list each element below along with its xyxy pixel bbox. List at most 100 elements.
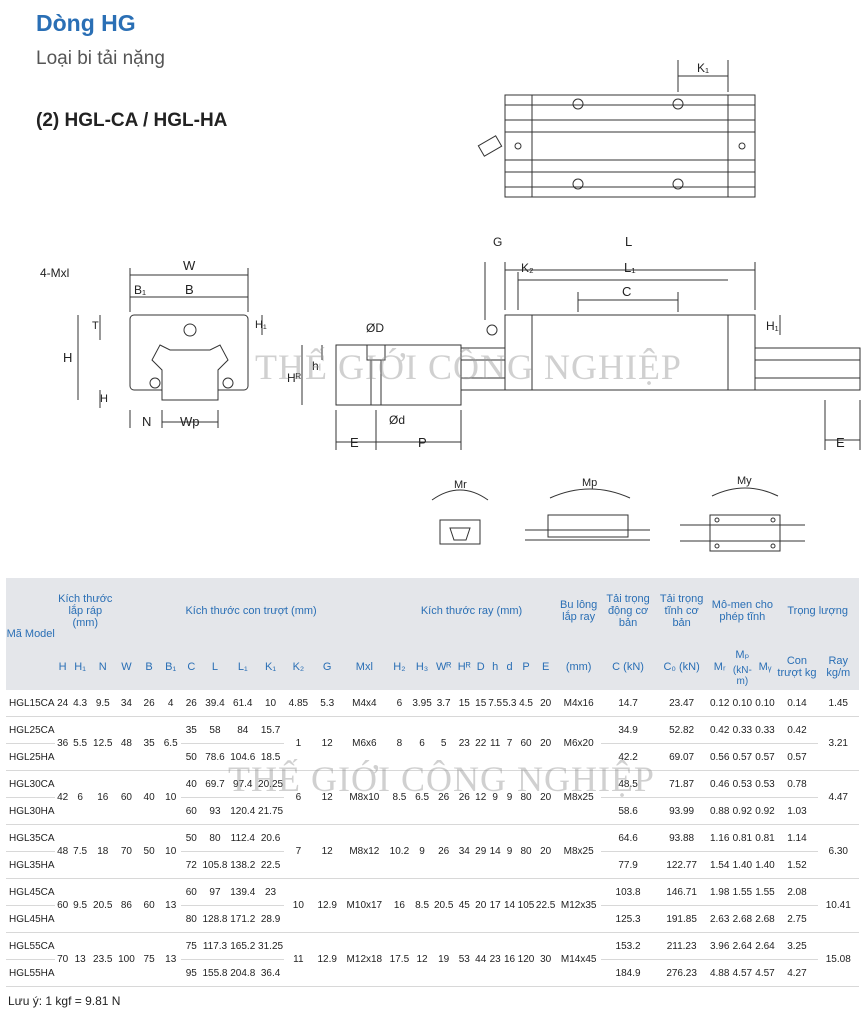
table-cell: 20 <box>535 716 556 771</box>
th-sub: E <box>535 644 556 690</box>
table-cell: 0.57 <box>731 743 754 771</box>
table-cell: 34 <box>115 690 138 717</box>
table-cell: 21.75 <box>257 797 284 825</box>
label-b1: B₁ <box>134 283 146 297</box>
table-cell: 58.6 <box>601 797 655 825</box>
th-sub: Mxl <box>341 644 388 690</box>
table-cell: 52.82 <box>654 716 709 744</box>
table-cell: 35 <box>181 716 202 744</box>
table-cell: 9.5 <box>69 878 91 933</box>
label-g: G <box>493 235 502 249</box>
table-cell: 0.57 <box>753 743 777 771</box>
table-cell: 7 <box>283 824 313 879</box>
table-cell: 191.85 <box>654 905 709 933</box>
table-cell: 17 <box>487 878 503 933</box>
table-cell: 276.23 <box>654 959 709 987</box>
table-cell: 36.4 <box>257 959 284 987</box>
moment-unit: (kN-m) <box>732 664 752 687</box>
table-cell: 0.33 <box>731 716 754 744</box>
cell-model: HGL25CA <box>6 716 56 744</box>
table-cell: 36 <box>55 716 70 771</box>
table-cell: 4.3 <box>69 690 91 717</box>
table-cell: 50 <box>181 743 202 771</box>
table-cell: 26 <box>432 770 455 825</box>
table-cell: 20 <box>535 824 556 879</box>
table-cell: 0.53 <box>753 770 777 798</box>
label-h1-right: H₁ <box>766 319 779 333</box>
table-cell: 165.2 <box>228 932 258 960</box>
moment-mp-diagram <box>525 488 650 541</box>
table-cell: 6 <box>69 770 91 825</box>
table-cell: 11 <box>487 716 503 771</box>
model-title: (2) HGL-CA / HGL-HA <box>36 110 228 131</box>
table-cell: 40 <box>181 770 202 798</box>
table-cell: 93 <box>201 797 229 825</box>
table-cell: 16 <box>90 770 116 825</box>
label-l: L <box>625 234 632 249</box>
moment-my-diagram <box>680 487 805 552</box>
table-cell: 12 <box>411 932 433 987</box>
label-c: C <box>622 284 631 299</box>
spec-table: Mã Model Kích thước lắp ráp (mm) Kích th… <box>6 578 859 987</box>
table-cell: 14 <box>502 878 517 933</box>
table-cell: 20.6 <box>257 824 284 852</box>
table-cell: 9 <box>502 824 517 879</box>
table-cell: 10.41 <box>817 878 859 933</box>
table-cell: 93.99 <box>654 797 709 825</box>
th-model: Mã Model <box>6 578 56 690</box>
table-cell: 1.54 <box>708 851 732 879</box>
table-cell: 5 <box>432 716 455 771</box>
table-cell: 0.81 <box>753 824 777 852</box>
table-cell: 40 <box>137 770 161 825</box>
table-cell: 0.88 <box>708 797 732 825</box>
table-cell: 2.64 <box>753 932 777 960</box>
table-cell: 8 <box>387 716 412 771</box>
table-cell: 69.7 <box>201 770 229 798</box>
table-cell: M10x17 <box>341 878 388 933</box>
cell-model: HGL45CA <box>6 878 56 906</box>
table-cell: 26 <box>455 770 474 825</box>
table-cell: M8x10 <box>341 770 388 825</box>
table-cell: 16 <box>502 932 517 987</box>
table-cell: 6 <box>411 716 433 771</box>
table-cell: 9 <box>487 770 503 825</box>
table-cell: 6.30 <box>817 824 859 879</box>
table-cell: 58 <box>201 716 229 744</box>
table-cell: 4.57 <box>731 959 754 987</box>
table-cell: 0.92 <box>731 797 754 825</box>
table-cell: 13 <box>69 932 91 987</box>
table-cell: M12x18 <box>341 932 388 987</box>
rail-section-view <box>301 344 462 450</box>
table-cell: M6x20 <box>556 716 602 771</box>
table-cell: 70 <box>55 932 70 987</box>
table-cell: 1.55 <box>753 878 777 906</box>
table-cell: 20.25 <box>257 770 284 798</box>
table-cell: 3.21 <box>817 716 859 771</box>
table-cell: 10 <box>283 878 313 933</box>
table-cell: 153.2 <box>601 932 655 960</box>
table-cell: 1.40 <box>753 851 777 879</box>
table-cell: 10.2 <box>387 824 412 879</box>
table-cell: M4x16 <box>556 690 602 717</box>
table-cell: 0.42 <box>708 716 732 744</box>
th-sub: L <box>201 644 229 690</box>
th-sub: K₂ <box>283 644 313 690</box>
table-cell: M6x6 <box>341 716 388 771</box>
label-h1: H₁ <box>255 319 267 331</box>
table-cell: 22.5 <box>535 878 556 933</box>
table-cell: 15 <box>473 690 488 717</box>
table-cell: 6 <box>387 690 412 717</box>
table-cell: 34.9 <box>601 716 655 744</box>
table-cell: 12.9 <box>312 932 342 987</box>
th-sub: H₁ <box>69 644 91 690</box>
table-cell: 13 <box>160 878 181 933</box>
cell-model: HGL35CA <box>6 824 56 852</box>
th-sub: Hᴿ <box>455 644 474 690</box>
page-subtitle: Loại bi tải nặng <box>36 48 165 69</box>
